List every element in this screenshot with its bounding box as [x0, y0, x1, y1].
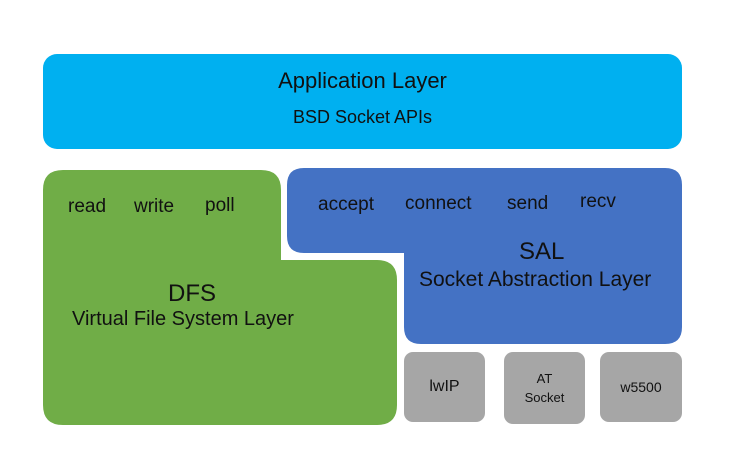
sal-subtitle: Socket Abstraction Layer	[419, 268, 652, 291]
sal-api-recv: recv	[580, 191, 616, 212]
dfs-title: DFS	[168, 280, 216, 307]
backend-w5500-block: w5500	[600, 352, 682, 422]
backend-at-socket-block: AT Socket	[504, 352, 585, 424]
dfs-block	[43, 170, 397, 425]
backend-lwip-block: lwIP	[404, 352, 485, 422]
dfs-api-poll: poll	[205, 195, 235, 216]
application-layer-title: Application Layer	[278, 68, 447, 93]
backend-at-label-line2: Socket	[524, 390, 565, 405]
sal-api-accept: accept	[318, 194, 374, 215]
backend-lwip-label: lwIP	[429, 378, 460, 395]
backend-at-label-line1: AT	[536, 371, 553, 386]
application-layer-block: Application Layer BSD Socket APIs	[43, 54, 682, 149]
sal-block	[287, 168, 682, 344]
sal-api-send: send	[507, 193, 549, 214]
backend-w5500-label: w5500	[620, 379, 662, 395]
dfs-api-read: read	[68, 196, 107, 217]
sal-api-connect: connect	[405, 193, 472, 214]
sal-title: SAL	[519, 238, 565, 265]
dfs-subtitle: Virtual File System Layer	[72, 308, 294, 330]
bsd-socket-apis-label: BSD Socket APIs	[292, 107, 433, 127]
dfs-api-write: write	[134, 196, 175, 217]
